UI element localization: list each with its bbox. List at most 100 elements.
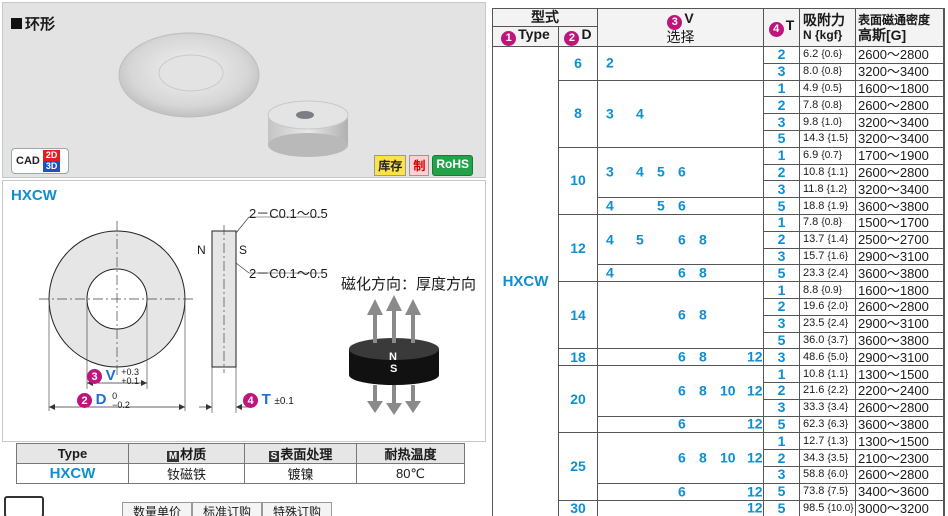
force-kgf: {1.5} [827, 133, 849, 145]
t-cell[interactable]: 3 [763, 247, 800, 266]
v-option[interactable]: 2 [606, 54, 614, 71]
v-option[interactable]: 4 [606, 231, 614, 248]
v-option[interactable]: 8 [699, 348, 707, 365]
v-option[interactable]: 6 [678, 197, 686, 214]
v-option[interactable]: 5 [636, 231, 644, 248]
v-option[interactable]: 6 [678, 264, 686, 281]
v-option[interactable]: 8 [699, 231, 707, 248]
t-cell[interactable]: 5 [763, 415, 800, 434]
t-cell[interactable]: 5 [763, 499, 800, 516]
t-cell[interactable]: 2 [763, 46, 800, 64]
t-cell[interactable]: 5 [763, 264, 800, 283]
t-cell[interactable]: 3 [763, 465, 800, 484]
t-cell[interactable]: 1 [763, 213, 800, 232]
spec-surface-value: 镀镍 [244, 463, 357, 484]
force-cell: 36.0 {3.7} [799, 331, 856, 350]
t-cell[interactable]: 2 [763, 297, 800, 316]
force-kgf: {1.4} [827, 234, 849, 246]
v-letter: V [105, 367, 116, 384]
cad-badge[interactable]: CAD 2D 3D [11, 148, 69, 174]
t-cell[interactable]: 5 [763, 482, 800, 501]
t-cell[interactable]: 3 [763, 398, 800, 417]
v-option[interactable]: 6 [678, 382, 686, 399]
force-kgf: {6.3} [827, 418, 849, 430]
v-option[interactable]: 4 [606, 197, 614, 214]
flux-density-cell: 1600～1800 [855, 281, 944, 299]
force-value: 58.8 [803, 468, 825, 481]
header-v-sub: 选择 [666, 28, 695, 45]
v-option[interactable]: 12 [747, 382, 763, 399]
v-option[interactable]: 8 [699, 264, 707, 281]
t-cell[interactable]: 3 [763, 62, 800, 81]
force-value: 98.5 [803, 501, 825, 514]
t-cell[interactable]: 3 [763, 180, 800, 199]
v-option[interactable]: 12 [747, 449, 763, 466]
force-cell: 12.7 {1.3} [799, 432, 856, 451]
d-cell: 18 [558, 348, 598, 367]
force-value: 10.8 [803, 367, 825, 380]
v-option[interactable]: 6 [678, 231, 686, 248]
force-cell: 48.6 {5.0} [799, 348, 856, 367]
spec-type-value: HXCW [16, 463, 129, 484]
t-cell[interactable]: 1 [763, 432, 800, 451]
v-option[interactable]: 6 [678, 483, 686, 500]
tab-standard-order[interactable]: 标准订购 [192, 502, 263, 516]
t-cell[interactable]: 1 [763, 79, 800, 98]
t-cell[interactable]: 5 [763, 129, 800, 148]
t-cell[interactable]: 2 [763, 381, 800, 400]
t-cell[interactable]: 3 [763, 314, 800, 333]
t-cell[interactable]: 2 [763, 96, 800, 115]
flux-density-cell: 3400～3600 [855, 482, 944, 501]
v-option[interactable]: 10 [720, 382, 736, 399]
v-option[interactable]: 12 [747, 499, 763, 516]
flux-density-cell: 3600～3800 [855, 415, 944, 434]
v-option[interactable]: 4 [636, 105, 644, 122]
force-kgf: {3.7} [827, 334, 849, 346]
flux-density-cell: 3600～3800 [855, 331, 944, 350]
rohs-badge: RoHS [432, 155, 473, 176]
v-option[interactable]: 6 [678, 415, 686, 432]
v-option[interactable]: 12 [747, 483, 763, 500]
force-cell: 18.8 {1.9} [799, 197, 856, 215]
v-option[interactable]: 12 [747, 415, 763, 432]
magnet-s-label: S [390, 363, 398, 375]
v-option[interactable]: 3 [606, 105, 614, 122]
v-option[interactable]: 8 [699, 306, 707, 323]
t-cell[interactable]: 2 [763, 230, 800, 249]
t-cell[interactable]: 3 [763, 348, 800, 367]
v-option[interactable]: 6 [678, 449, 686, 466]
t-cell[interactable]: 5 [763, 331, 800, 350]
v-option[interactable]: 6 [678, 306, 686, 323]
section-title-text: 环形 [25, 16, 56, 33]
force-value: 11.8 [803, 182, 824, 195]
v-option[interactable]: 5 [657, 197, 665, 214]
v-option[interactable]: 12 [747, 348, 763, 365]
flux-density-cell: 3600～3800 [855, 197, 944, 215]
v-option[interactable]: 6 [678, 348, 686, 365]
t-cell[interactable]: 5 [763, 197, 800, 215]
v-option[interactable]: 8 [699, 449, 707, 466]
v-option[interactable]: 4 [606, 264, 614, 281]
t-cell[interactable]: 1 [763, 281, 800, 299]
cad-3d-label: 3D [42, 161, 61, 172]
v-option[interactable]: 8 [699, 382, 707, 399]
tab-special-order[interactable]: 特殊订购 [262, 502, 333, 516]
t-cell[interactable]: 2 [763, 163, 800, 182]
t-cell[interactable]: 1 [763, 365, 800, 383]
t-cell[interactable]: 2 [763, 449, 800, 467]
v-option[interactable]: 3 [606, 163, 614, 180]
v-option[interactable]: 10 [720, 449, 736, 466]
v-option[interactable]: 6 [678, 163, 686, 180]
d-cell: 12 [558, 213, 598, 283]
v-option[interactable]: 4 [636, 163, 644, 180]
t-cell[interactable]: 1 [763, 146, 800, 165]
t-cell[interactable]: 3 [763, 113, 800, 131]
force-kgf: {1.0} [821, 116, 842, 128]
v-option[interactable]: 5 [657, 163, 665, 180]
tab-qty-price[interactable]: 数量单价 [122, 502, 193, 516]
